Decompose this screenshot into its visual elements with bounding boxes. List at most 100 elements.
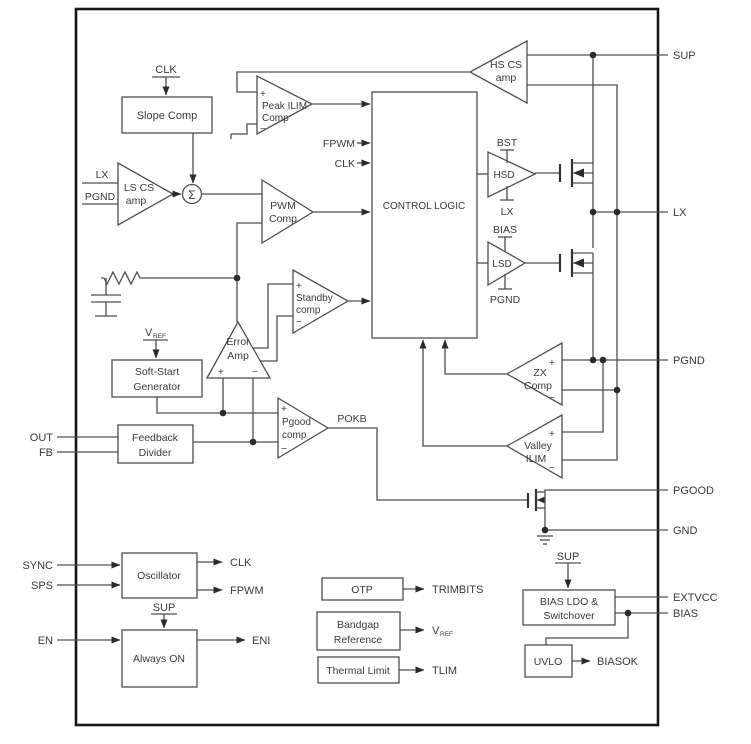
minus-mark: −: [281, 444, 287, 455]
pwm-comp-section: PWM Comp: [236, 178, 371, 322]
minus-mark: −: [296, 317, 302, 328]
standby-comp-triangle: [292, 268, 350, 335]
bias-ldo-section: SUP BIAS LDO & Switchover EXTVCC BIAS UV…: [522, 551, 718, 678]
always-on-label: Always ON: [133, 653, 185, 665]
pgood-pin-wire: [544, 489, 668, 492]
reference-blocks-section: OTP TRIMBITS Bandgap Reference V REF The…: [316, 577, 483, 684]
mosfet-body-arrow-icon: [573, 258, 584, 268]
minus-mark: −: [549, 463, 555, 474]
summing-junction: [181, 183, 203, 205]
wire: [419, 339, 507, 447]
valley-ilim-triangle: [505, 413, 563, 480]
threshold-symbol: [231, 123, 257, 135]
zx-comp-triangle: [505, 341, 563, 407]
plus-mark: +: [296, 281, 302, 292]
uvlo-label: UVLO: [534, 656, 563, 668]
hs-cs-amp-section: HS CS amp SUP: [468, 39, 696, 461]
plus-mark: +: [281, 404, 287, 415]
pgnd-net-label: PGND: [85, 191, 116, 203]
trimbits-label: TRIMBITS: [432, 584, 483, 596]
bandgap-label: Reference: [334, 634, 383, 646]
junction-dot: [599, 356, 607, 364]
hs-mosfet: [558, 55, 594, 248]
junction-dot: [541, 526, 549, 534]
clk-net-label: CLK: [155, 64, 177, 76]
slope-comp-section: CLK Slope Comp: [121, 64, 213, 184]
ls-mosfet: [558, 249, 594, 360]
always-on-box: [121, 629, 198, 688]
pwm-comp-label: Comp: [269, 213, 297, 225]
wire: [252, 283, 293, 349]
feedback-divider-label: Divider: [139, 447, 172, 459]
wire: [236, 71, 470, 93]
minus-mark: −: [252, 367, 258, 378]
junction-dot: [219, 409, 227, 417]
thermal-limit-label: Thermal Limit: [326, 665, 390, 677]
peak-ilim-label: Peak ILIM: [262, 101, 307, 112]
plus-mark: +: [260, 89, 266, 100]
junction-dot: [613, 386, 621, 394]
pgnd-stub-label: PGND: [490, 294, 521, 306]
mosfet-body-arrow-icon: [537, 496, 545, 504]
pokb-wire: [328, 427, 528, 501]
plus-mark: +: [549, 358, 555, 369]
error-amp-section: Error Amp + −: [205, 320, 272, 442]
ls-cs-amp-label: amp: [126, 195, 147, 207]
hs-cs-amp-label: amp: [496, 72, 517, 84]
clk-in-label: CLK: [335, 158, 355, 170]
lx-pin-label: LX: [673, 207, 687, 219]
feedback-divider-box: [117, 424, 194, 464]
wire: [156, 397, 278, 414]
junction-dot: [249, 438, 257, 446]
junction-dot: [624, 609, 632, 617]
wire: [236, 222, 262, 322]
valley-ilim-section: + Valley ILIM −: [419, 339, 604, 480]
junction-dot: [613, 208, 621, 216]
vref-label: V: [145, 327, 153, 339]
zx-comp-section: + ZX Comp −: [441, 339, 617, 407]
feedback-divider-section: OUT FB Feedback Divider: [30, 424, 278, 464]
plus-mark: +: [218, 367, 224, 378]
hs-cs-amp-triangle: [468, 39, 528, 105]
oscillator-label: Oscillator: [137, 570, 181, 582]
mosfet-body-arrow-icon: [573, 168, 584, 178]
pgood-comp-label: Pgood: [282, 417, 311, 428]
fpwm-out-label: FPWM: [230, 585, 264, 597]
lsd-triangle: [487, 240, 527, 287]
junction-dot: [589, 356, 597, 364]
chip-boundary: [74, 7, 660, 727]
control-logic-label: CONTROL LOGIC: [383, 201, 465, 212]
clk-out-label: CLK: [230, 557, 252, 569]
soft-start-label: Soft-Start: [135, 366, 179, 378]
standby-comp-section: + Standby comp −: [252, 268, 371, 362]
standby-comp-label: comp: [296, 305, 321, 316]
standby-comp-label: Standby: [296, 293, 333, 304]
junction-dots: [219, 51, 632, 617]
valley-ilim-label: Valley: [524, 440, 553, 452]
slope-comp-box: [121, 96, 213, 134]
plus-mark: +: [549, 429, 555, 440]
peak-ilim-comp-triangle: [256, 74, 314, 136]
hsd-label: HSD: [493, 170, 514, 181]
sigma-icon: Σ: [188, 188, 195, 202]
wire: [441, 339, 507, 375]
bias-ldo-label: Switchover: [543, 610, 595, 622]
vref-out-label: V: [432, 625, 440, 637]
en-pin-label: EN: [38, 635, 53, 647]
zx-comp-label: ZX: [533, 367, 546, 379]
hsd-driver-section: HSD BST LX: [477, 137, 560, 218]
extvcc-pin-label: EXTVCC: [673, 592, 718, 604]
bandgap-label: Bandgap: [337, 619, 379, 631]
pwm-comp-label: PWM: [270, 200, 296, 212]
pokb-net-label: POKB: [337, 413, 366, 425]
bandgap-box: [316, 611, 401, 651]
gnd-pin-label: GND: [673, 525, 698, 537]
pwm-comp-triangle: [261, 178, 315, 245]
hsd-triangle: [487, 150, 537, 199]
ls-cs-amp-section: LX PGND LS CS amp Σ: [82, 161, 262, 227]
feedback-divider-label: Feedback: [132, 432, 179, 444]
resistor-symbol: [101, 270, 141, 286]
vref-sub-label: REF: [153, 333, 166, 340]
sps-pin-label: SPS: [31, 580, 53, 592]
